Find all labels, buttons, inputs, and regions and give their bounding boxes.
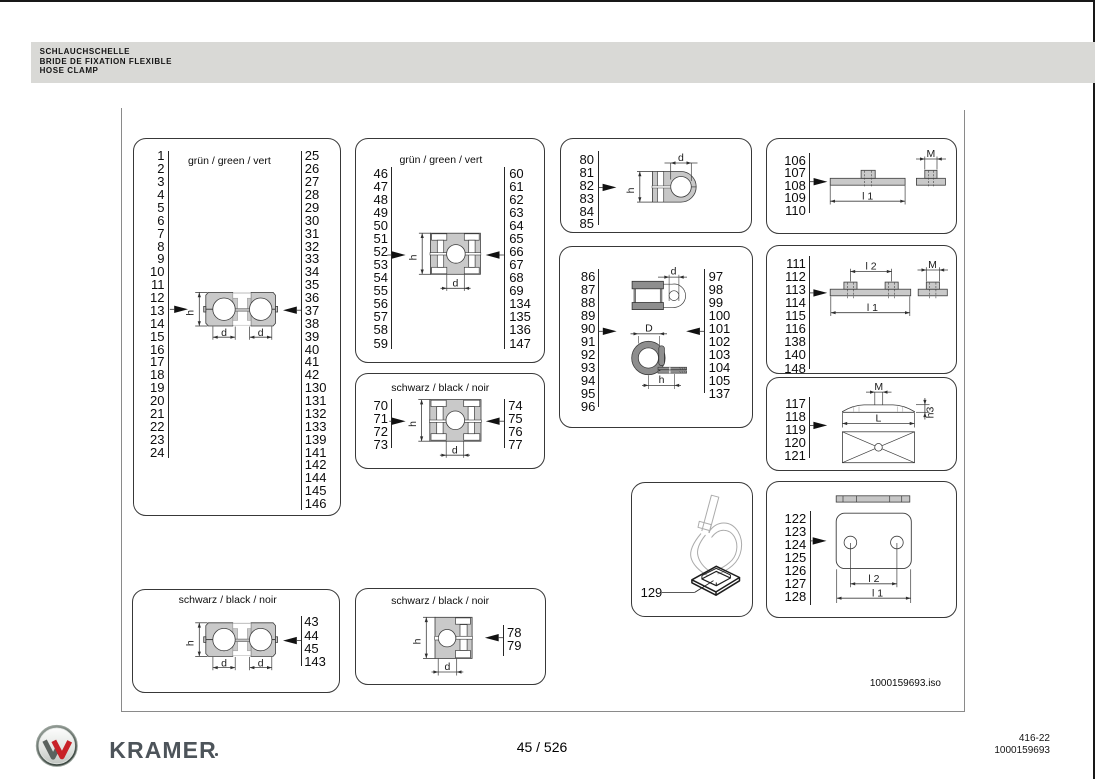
svg-text:l 1: l 1 (867, 302, 878, 314)
svg-text:M: M (874, 381, 883, 393)
svg-text:d: d (221, 327, 227, 339)
svg-text:h: h (407, 421, 419, 427)
svg-text:L: L (875, 413, 881, 425)
svg-text:d: d (671, 265, 677, 277)
svg-text:h3: h3 (925, 407, 937, 419)
svg-text:d: d (452, 278, 458, 290)
svg-text:D: D (645, 322, 653, 334)
svg-text:h: h (411, 638, 423, 644)
svg-text:d: d (221, 658, 227, 670)
svg-text:M: M (927, 148, 936, 160)
svg-text:h: h (659, 374, 665, 386)
svg-text:M: M (928, 259, 937, 271)
svg-text:d: d (258, 658, 264, 670)
svg-text:d: d (258, 327, 264, 339)
svg-text:l 1: l 1 (872, 587, 883, 599)
svg-text:l 2: l 2 (865, 261, 876, 273)
svg-text:d: d (452, 444, 458, 456)
svg-text:d: d (678, 152, 684, 164)
svg-text:l 2: l 2 (868, 573, 879, 585)
svg-text:h: h (185, 310, 197, 316)
svg-text:h: h (625, 187, 637, 193)
svg-text:l 1: l 1 (862, 190, 873, 202)
svg-text:h: h (408, 254, 420, 260)
svg-text:h: h (185, 640, 197, 646)
svg-text:d: d (444, 661, 450, 673)
